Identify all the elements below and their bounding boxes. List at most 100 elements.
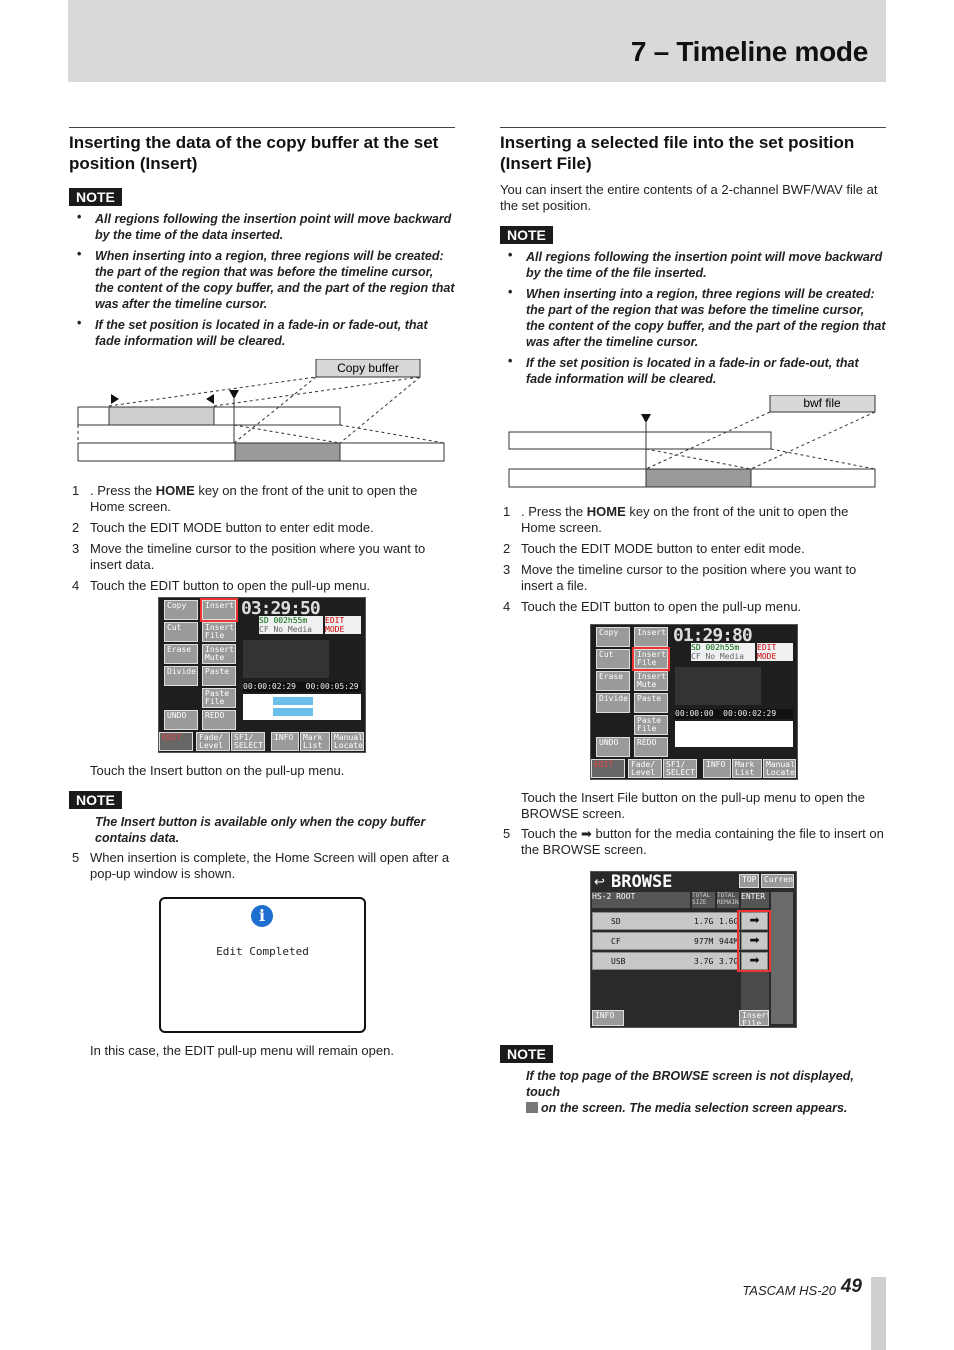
paste-file-button[interactable]: Paste File [634, 715, 668, 735]
level-meter [675, 667, 761, 705]
copy-button[interactable]: Copy [164, 600, 198, 620]
enter-sd-arrow-icon[interactable]: ➡ [741, 912, 768, 930]
media-row-cf[interactable]: CF 977M 944M [592, 932, 740, 950]
chapter-title: 7 – Timeline mode [630, 36, 868, 67]
closing-text: In this case, the EDIT pull-up menu will… [90, 1043, 394, 1058]
select-button[interactable]: SF1/ SELECT [231, 732, 265, 751]
cut-button[interactable]: Cut [596, 649, 630, 669]
scrollbar[interactable] [771, 892, 793, 1024]
note-text: The Insert button is available only when… [95, 815, 426, 845]
paste-file-button[interactable]: Paste File [202, 688, 236, 708]
erase-button[interactable]: Erase [164, 644, 198, 664]
edit-mode-button[interactable]: EDIT MODE [757, 643, 793, 661]
edit-completed-popup: i Edit Completed [159, 897, 366, 1033]
section-title-insert-file: Inserting a selected file into the set p… [500, 127, 886, 174]
note-list: All regions following the insertion poin… [69, 209, 455, 349]
divide-button[interactable]: Divide [596, 693, 630, 713]
note-list: All regions following the insertion poin… [500, 247, 886, 387]
header-bar: 7 – Timeline mode [68, 0, 886, 82]
note-item: If the set position is located in a fade… [500, 353, 886, 387]
note-text: If the top page of the BROWSE screen is … [526, 1069, 854, 1115]
manual-locate-button[interactable]: Manual Locate [763, 759, 796, 778]
fade-level-button[interactable]: Fade/ Level [196, 732, 230, 751]
total-remain-header: TOTAL REMAIN [717, 892, 739, 908]
root-label: HS-2 ROOT [592, 892, 690, 908]
note-item: All regions following the insertion poin… [500, 247, 886, 281]
note-item: When inserting into a region, three regi… [69, 246, 455, 312]
insert-file-button[interactable]: Insert File [202, 622, 236, 642]
enter-header: ENTER [741, 892, 769, 908]
timeline-track [675, 721, 793, 747]
mark-list-button[interactable]: Mark List [300, 732, 330, 751]
fade-level-button[interactable]: Fade/ Level [628, 759, 662, 778]
popup-message: Edit Completed [216, 945, 309, 958]
select-button[interactable]: SF1/ SELECT [663, 759, 697, 778]
undo-button[interactable]: UNDO [164, 710, 198, 730]
enter-usb-arrow-icon[interactable]: ➡ [741, 952, 768, 970]
timecode-display: 01:29:80 [673, 625, 753, 646]
note-badge: NOTE [69, 791, 122, 809]
info-button[interactable]: INFO [271, 732, 299, 751]
paste-button[interactable]: Paste [202, 666, 236, 686]
copy-button[interactable]: Copy [596, 627, 630, 647]
back-icon[interactable]: ↩ [594, 874, 605, 889]
steps-list: 1. Press the HOME key on the front of th… [500, 504, 886, 615]
right-column: Inserting a selected file into the set p… [500, 127, 886, 620]
left-column: Inserting the data of the copy buffer at… [69, 127, 455, 599]
undo-button[interactable]: UNDO [596, 737, 630, 757]
insert-diagram-svg: Copy buffer [77, 359, 445, 462]
edit-button[interactable]: EDIT [159, 732, 193, 751]
copy-buffer-label: Copy buffer [337, 361, 399, 375]
redo-button[interactable]: REDO [202, 710, 236, 730]
timecode-display: 03:29:50 [241, 598, 321, 619]
erase-button[interactable]: Erase [596, 671, 630, 691]
edit-button[interactable]: EDIT [591, 759, 625, 778]
insert-mute-button[interactable]: Insert Mute [202, 644, 236, 664]
insert-file-button[interactable]: Insert File [632, 647, 670, 671]
step-item: 1. Press the HOME key on the front of th… [72, 483, 418, 514]
timeline-times: 00:00:02:29 00:00:05:29 [243, 682, 361, 692]
left-closing: In this case, the EDIT pull-up menu will… [69, 1043, 455, 1059]
note-item: When inserting into a region, three regi… [500, 284, 886, 350]
right-arrow-icon: ➡ [581, 826, 592, 841]
section-title-insert: Inserting the data of the copy buffer at… [69, 127, 455, 174]
redo-button[interactable]: REDO [634, 737, 668, 757]
insert-file-diagram: bwf file [500, 395, 886, 490]
insert-button[interactable]: Insert [634, 627, 668, 647]
step-item: 1. Press the HOME key on the front of th… [503, 504, 849, 535]
right-after-screen: Touch the Insert File button on the pull… [500, 790, 886, 863]
top-button[interactable]: TOP [739, 874, 759, 888]
enter-column-empty [741, 972, 769, 1012]
note-item: If the set position is located in a fade… [69, 315, 455, 349]
timeline-track [243, 694, 361, 720]
browse-title: BROWSE [611, 872, 673, 892]
insert-mute-button[interactable]: Insert Mute [634, 671, 668, 691]
insert-file-diagram-svg: bwf file [508, 395, 876, 488]
page-tab-bar [871, 1277, 886, 1350]
paste-button[interactable]: Paste [634, 693, 668, 713]
left-after-screen: Touch the Insert button on the pull-up m… [69, 763, 455, 887]
enter-cf-arrow-icon[interactable]: ➡ [741, 932, 768, 950]
insert-file-button[interactable]: Insert File [739, 1010, 769, 1026]
footer-brand: TASCAM HS-20 [742, 1283, 836, 1298]
info-button[interactable]: INFO [592, 1010, 624, 1026]
insert-button[interactable]: Insert [200, 598, 238, 622]
mark-list-button[interactable]: Mark List [732, 759, 762, 778]
cut-button[interactable]: Cut [164, 622, 198, 642]
intro-text: You can insert the entire contents of a … [500, 182, 878, 213]
current-button[interactable]: Current [761, 874, 794, 888]
info-button[interactable]: INFO [703, 759, 731, 778]
total-size-header: TOTAL SIZE [692, 892, 715, 908]
edit-mode-button[interactable]: EDIT MODE [325, 616, 361, 634]
touch-insert-file-text: Touch the Insert File button on the pull… [521, 790, 866, 821]
media-row-usb[interactable]: USB 3.7G 3.7G [592, 952, 740, 970]
media-row-sd[interactable]: SD 1.7G 1.6G [592, 912, 740, 930]
info-icon: i [251, 905, 273, 927]
divide-button[interactable]: Divide [164, 666, 198, 686]
manual-locate-button[interactable]: Manual Locate [331, 732, 364, 751]
browse-screenshot: ↩ BROWSE TOP Current HS-2 ROOT TOTAL SIZ… [590, 871, 797, 1028]
